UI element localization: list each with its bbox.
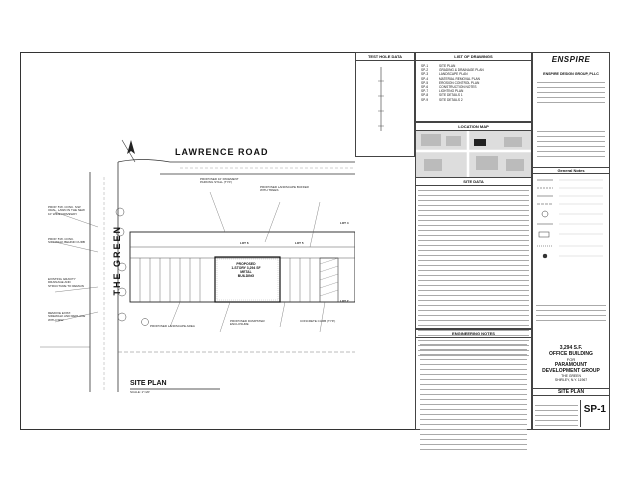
firm-logo: ENSPIRE (551, 55, 591, 64)
panel-heading: SITE DATA (416, 178, 531, 186)
road-label: LAWRENCE ROAD (175, 147, 269, 157)
lot-label: LOT 7 (340, 299, 349, 303)
engineering-notes-panel: ENGINEERING NOTES (415, 329, 532, 450)
street-label: THE GREEN (112, 225, 122, 296)
plan-note: CONCRETE CURB (TYP.) (300, 319, 336, 323)
plan-note: EXISTING GRAVITY DRAINAGE AND STRUCTURE … (48, 277, 84, 288)
drawing-title: SITE PLAN (130, 380, 167, 387)
legend-graphic (537, 179, 603, 259)
building-label: PROPOSED 1-STORY 3,294 SF METAL BUILDING (231, 262, 261, 278)
sheet-number: SP-1 (579, 400, 609, 427)
boring-log-graphic (378, 67, 384, 131)
engineering-notes-text (416, 338, 531, 452)
sheet-metadata (533, 400, 580, 427)
firm-info (533, 76, 609, 105)
panel-heading: General Notes (533, 167, 609, 174)
sheet-title: SITE PLAN (533, 388, 609, 396)
panel-heading: TEST HOLE DATA (356, 53, 414, 61)
plan-note: PROPOSED DUMPSTER ENCLOSURE (230, 319, 265, 327)
lot-label: LOT 4 (340, 221, 349, 225)
site-plan-drawing (40, 139, 355, 392)
panel-heading: LIST OF DRAWINGS (416, 53, 531, 61)
site-data-table (416, 186, 531, 356)
plan-note: PROP. 5'W. CONC. S/W ORAL, LAWN IN THE N… (48, 205, 85, 216)
panel-heading: LOCATION MAP (416, 123, 531, 131)
revision-table (533, 299, 609, 323)
location-map-panel: LOCATION MAP (415, 122, 532, 177)
north-arrow-icon (127, 140, 135, 154)
plan-note: PROP. 5'W. CONC. SIDEWALK BEHIND CURB (48, 237, 85, 245)
firm-name: ENSPIRE DESIGN GROUP, PLLC (543, 72, 599, 76)
site-data-panel: SITE DATA (415, 177, 532, 356)
title-block: ENSPIRE ENSPIRE DESIGN GROUP, PLLC Gener… (532, 52, 610, 430)
plan-note: REMOVE EXIST. SIDEWALK AND REPLACE WITH … (48, 311, 86, 322)
plan-note: PROPOSED LANDSCAPE AREA (150, 324, 195, 328)
lot-label: LOT 5 (295, 241, 304, 245)
drawing-scale: SCALE: 1"=20' (130, 390, 150, 394)
lot-label: LOT 6 (240, 241, 249, 245)
firm-notes (533, 125, 609, 159)
plan-note: PROPOSED 10' PAVEMENT PARKING STALL (TYP… (200, 177, 239, 185)
panel-heading: ENGINEERING NOTES (416, 330, 531, 338)
location-map-graphic (416, 131, 531, 177)
test-hole-panel: TEST HOLE DATA (355, 52, 415, 157)
plan-note: PROPOSED LANDSCAPE BUFFER WITH TREES (260, 185, 309, 193)
project-info: 3,294 S.F. OFFICE BUILDING FOR PARAMOUNT… (542, 345, 600, 382)
